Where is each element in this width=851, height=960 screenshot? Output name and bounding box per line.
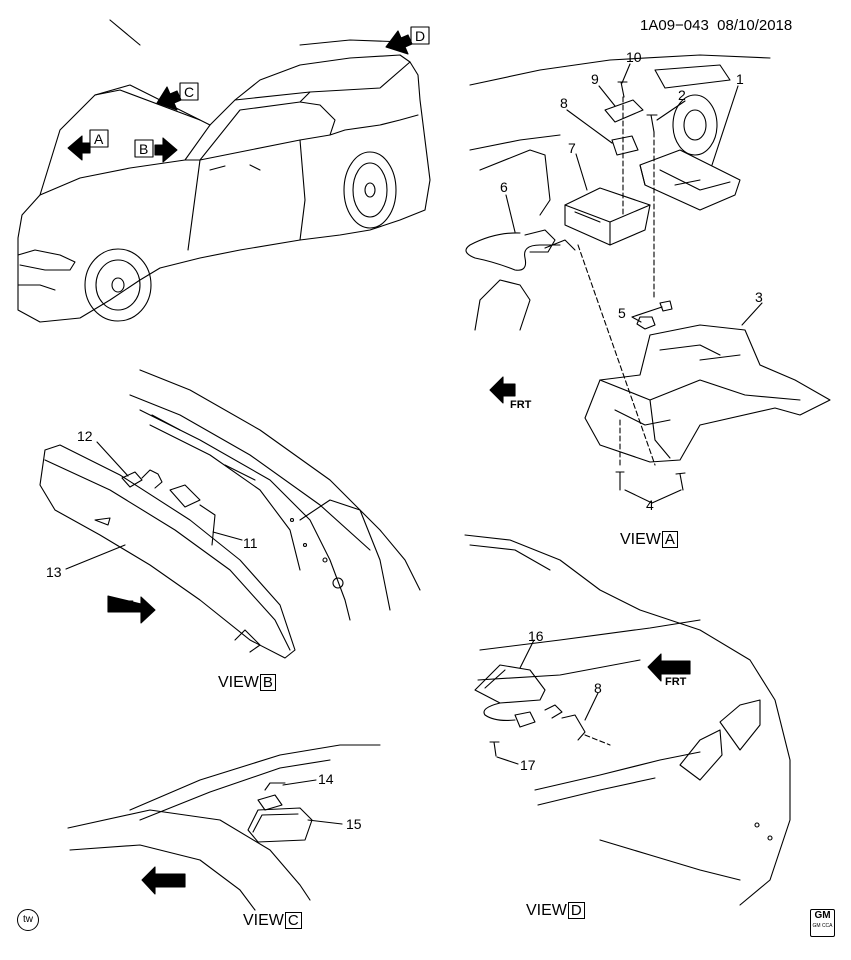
view-d-key: D bbox=[567, 902, 585, 919]
view-a-frt-arrow bbox=[489, 376, 516, 404]
callout-8: 8 bbox=[560, 95, 568, 111]
frt-label-b: FRT bbox=[112, 599, 134, 611]
gm-logo-icon: GM GM CCA bbox=[810, 909, 835, 937]
view-b-leaders bbox=[65, 441, 243, 570]
view-a-leaders bbox=[505, 63, 763, 504]
callout-7: 7 bbox=[568, 140, 576, 156]
view-pointer-a bbox=[67, 129, 109, 161]
diagram-id: 1A09−043 bbox=[640, 17, 709, 34]
view-b-key: B bbox=[259, 674, 276, 691]
callout-11: 11 bbox=[243, 535, 258, 551]
view-b-assembly bbox=[39, 369, 421, 659]
tw-logo-icon: tw bbox=[17, 909, 39, 931]
view-c-key: C bbox=[284, 912, 302, 929]
callout-2: 2 bbox=[678, 87, 686, 103]
view-c-assembly bbox=[67, 744, 381, 911]
view-key-d: D bbox=[415, 28, 425, 44]
diagram-date: 08/10/2018 bbox=[717, 17, 793, 34]
view-a-assembly bbox=[465, 54, 831, 491]
callout-14: 14 bbox=[318, 771, 334, 787]
callout-15: 15 bbox=[346, 816, 362, 832]
callout-5: 5 bbox=[618, 305, 626, 321]
view-pointer-d bbox=[385, 26, 430, 55]
callout-10: 10 bbox=[626, 49, 642, 65]
frt-label-d: FRT bbox=[665, 676, 687, 688]
view-d-frt-arrow bbox=[647, 653, 691, 682]
diagram-code: 1A09−043 08/10/2018 bbox=[640, 17, 792, 34]
frt-label-c: FRT bbox=[160, 876, 182, 888]
callout-12: 12 bbox=[77, 428, 93, 444]
callout-6: 6 bbox=[500, 179, 508, 195]
callout-9: 9 bbox=[591, 71, 599, 87]
callout-17: 17 bbox=[520, 757, 536, 773]
callout-3: 3 bbox=[755, 289, 763, 305]
callout-4: 4 bbox=[646, 497, 654, 513]
view-d-assembly bbox=[464, 534, 791, 906]
callout-13: 13 bbox=[46, 564, 62, 580]
callout-16: 16 bbox=[528, 628, 544, 644]
view-key-c: C bbox=[184, 84, 194, 100]
view-c-leaders bbox=[282, 779, 343, 825]
view-b-frt-arrow bbox=[107, 595, 156, 624]
view-c-frt-arrow bbox=[141, 866, 186, 895]
view-key-b: B bbox=[139, 141, 148, 157]
view-a-key: A bbox=[661, 531, 678, 548]
view-key-a: A bbox=[94, 131, 104, 147]
view-pointer-b bbox=[134, 137, 178, 163]
callout-8-view-d: 8 bbox=[594, 680, 602, 696]
view-d-leaders bbox=[496, 639, 599, 765]
view-pointer-c bbox=[156, 82, 199, 111]
frt-label-a: FRT bbox=[510, 399, 532, 411]
vehicle-overview bbox=[17, 19, 431, 323]
callout-1: 1 bbox=[736, 71, 744, 87]
